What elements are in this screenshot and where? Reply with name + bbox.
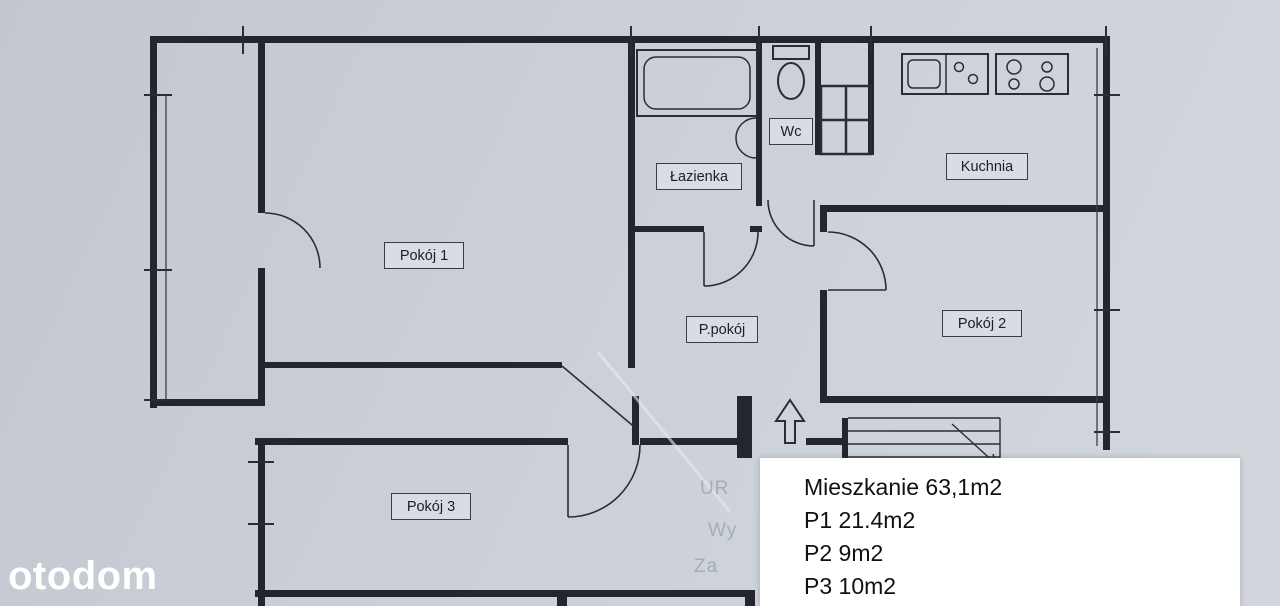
toilet-tank-icon <box>772 45 810 60</box>
otodom-watermark: otodom <box>8 554 158 598</box>
room-label-pokoj-3: Pokój 3 <box>391 493 471 520</box>
scan-crease <box>596 351 732 513</box>
toilet-bowl-icon <box>777 62 805 100</box>
room2-area-text: P2 9m2 <box>804 540 884 566</box>
room-label-ppokoj: P.pokój <box>686 316 758 343</box>
stove-icon <box>995 53 1069 95</box>
room3-area-text: P3 10m2 <box>804 573 897 599</box>
room-label-wc: Wc <box>769 118 813 145</box>
entrance-arrow-icon <box>774 398 806 444</box>
area-summary-box: Mieszkanie 63,1m2 P1 21.4m2 P2 9m2 P3 10… <box>760 458 1240 606</box>
bathtub-icon <box>636 49 758 117</box>
stamp-text: UR <box>700 478 730 499</box>
stamp-text: Wy <box>708 520 738 541</box>
doors <box>264 199 887 518</box>
room-label-lazienka: Łazienka <box>656 163 742 190</box>
wall-inner-lines <box>165 48 1098 446</box>
room1-area-text: P1 21.4m2 <box>804 507 916 533</box>
room-label-pokoj-1: Pokój 1 <box>384 242 464 269</box>
washbasin-icon <box>735 117 757 159</box>
fixtures <box>636 45 1069 159</box>
room-label-pokoj-2: Pokój 2 <box>942 310 1022 337</box>
total-area-text: Mieszkanie 63,1m2 <box>804 474 1003 500</box>
wall-ticks <box>144 26 1120 525</box>
stamp-text: Za <box>694 556 719 577</box>
kitchen-sink-icon <box>901 53 989 95</box>
room-label-kuchnia: Kuchnia <box>946 153 1028 180</box>
